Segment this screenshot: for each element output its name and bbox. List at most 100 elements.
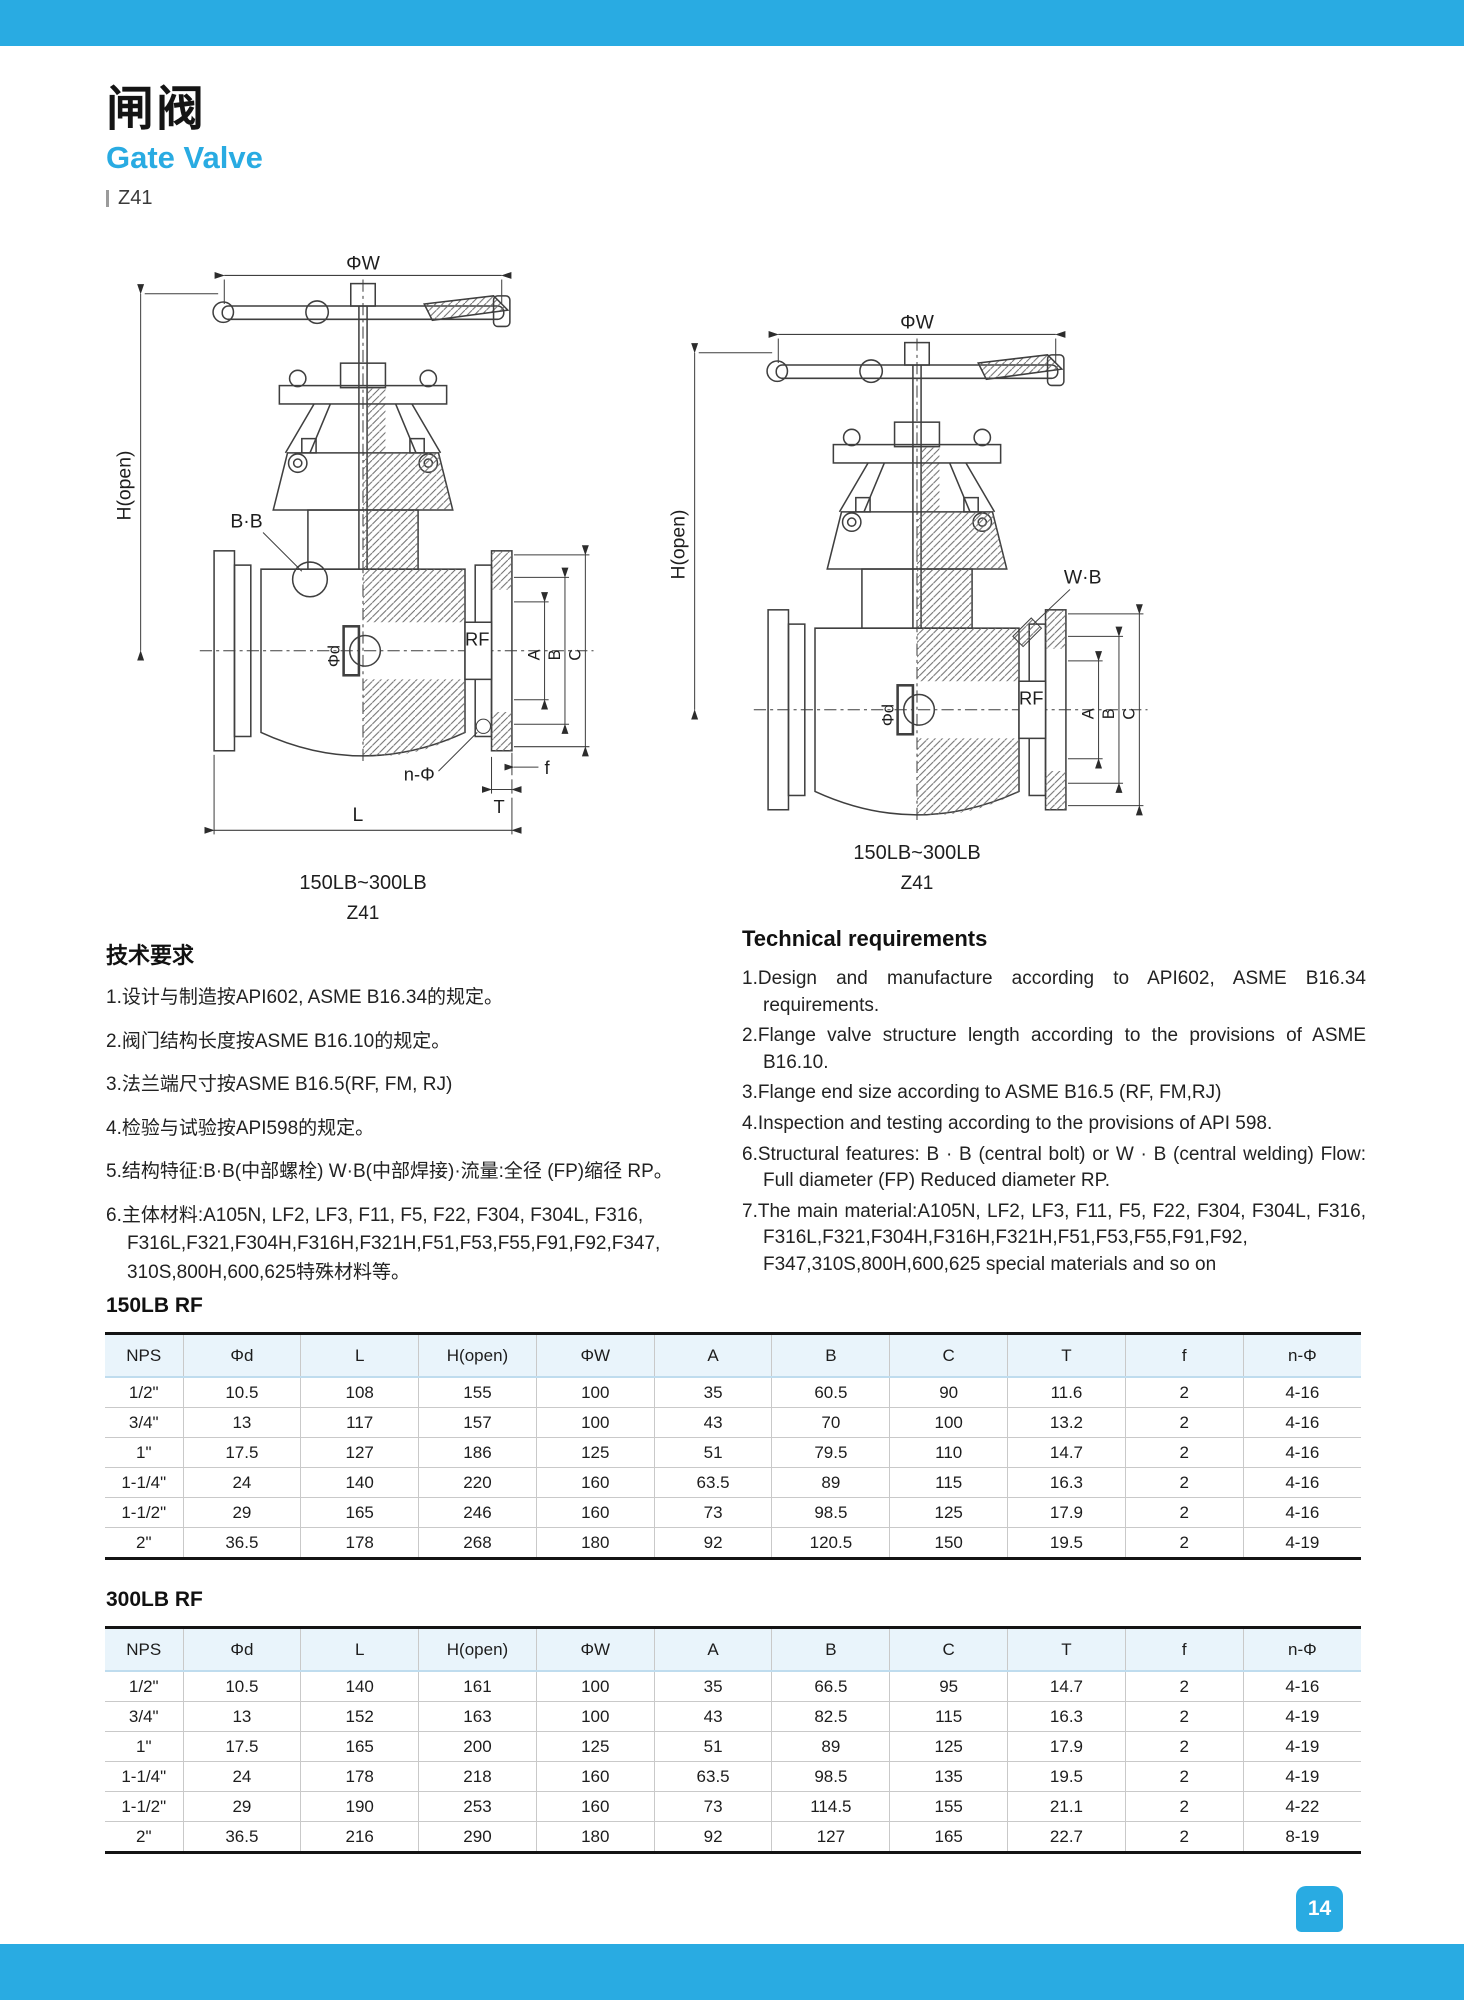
requirement-item: 6.主体材料:A105N, LF2, LF3, F11, F5, F22, F3… <box>106 1204 661 1283</box>
column-header: H(open) <box>418 1627 537 1672</box>
table-cell: 115 <box>889 1467 1008 1498</box>
column-header: n-Φ <box>1242 1627 1361 1672</box>
table-cell: 63.5 <box>653 1761 772 1792</box>
column-header: T <box>1007 1333 1126 1378</box>
column-header: L <box>300 1627 419 1672</box>
table-cell: 1-1/2" <box>105 1791 183 1822</box>
table-cell: 36.5 <box>182 1527 301 1559</box>
table-cell: 4-16 <box>1242 1670 1361 1702</box>
table-cell: 17.5 <box>182 1731 301 1762</box>
table-cell: 14.7 <box>1007 1437 1126 1468</box>
table-cell: 1-1/4" <box>105 1467 183 1498</box>
requirement-item: 4.检验与试验按API598的规定。 <box>106 1117 375 1139</box>
requirement-item: 2.Flange valve structure length accordin… <box>742 1025 1366 1073</box>
table-cell: 19.5 <box>1007 1527 1126 1559</box>
table-cell: 155 <box>418 1376 537 1408</box>
table-cell: 8-19 <box>1242 1821 1361 1853</box>
table-cell: 2 <box>1124 1467 1244 1498</box>
section-heading-zh: 技术要求 <box>106 943 195 968</box>
column-header: B <box>771 1627 890 1672</box>
table-cell: 1-1/4" <box>105 1761 183 1792</box>
table-cell: 125 <box>535 1731 655 1762</box>
table-cell: 163 <box>418 1701 537 1732</box>
table-cell: 3/4" <box>105 1701 183 1732</box>
table-cell: 1/2" <box>105 1376 183 1408</box>
table-cell: 216 <box>300 1821 419 1853</box>
table-cell: 79.5 <box>771 1437 890 1468</box>
table-cell: 100 <box>535 1670 655 1702</box>
table-cell: 90 <box>889 1376 1008 1408</box>
table-cell: 21.1 <box>1007 1791 1126 1822</box>
figure-number: Z41 <box>900 873 934 894</box>
requirement-item: 3.法兰端尺寸按ASME B16.5(RF, FM, RJ) <box>106 1074 453 1095</box>
table-cell: 19.5 <box>1007 1761 1126 1792</box>
column-header: B <box>771 1333 890 1378</box>
column-header: n-Φ <box>1242 1333 1361 1378</box>
figure-number: Z41 <box>346 903 380 924</box>
table-cell: 63.5 <box>653 1467 772 1498</box>
requirement-item: 1.设计与制造按API602, ASME B16.34的规定。 <box>106 987 504 1008</box>
table-cell: 2 <box>1124 1821 1244 1853</box>
table-cell: 135 <box>889 1761 1008 1792</box>
table-cell: 2 <box>1124 1376 1244 1408</box>
requirement-item: 4.Inspection and testing according to th… <box>742 1112 1273 1134</box>
table-cell: 180 <box>535 1527 655 1559</box>
column-header: A <box>653 1333 772 1378</box>
table-cell: 100 <box>535 1376 655 1408</box>
left-drawing-caption: 150LB~300LB Z41 <box>108 872 618 925</box>
table-cell: 110 <box>889 1437 1008 1468</box>
table-cell: 17.9 <box>1007 1731 1126 1762</box>
requirement-item: 5.结构特征:B·B(中部螺栓) W·B(中部焊接)·流量:全径 (FP)缩径 … <box>106 1161 673 1182</box>
table-cell: 4-16 <box>1242 1407 1361 1438</box>
table-cell: 13.2 <box>1007 1407 1126 1438</box>
table-cell: 160 <box>535 1467 655 1498</box>
table-cell: 290 <box>418 1821 537 1853</box>
table-cell: 10.5 <box>182 1670 301 1702</box>
table-cell: 100 <box>535 1407 655 1438</box>
table-cell: 180 <box>535 1821 655 1853</box>
page-title-zh: 闸阀 <box>106 83 207 136</box>
table-cell: 2 <box>1124 1527 1244 1559</box>
table-cell: 2 <box>1124 1701 1244 1732</box>
table-cell: 14.7 <box>1007 1670 1126 1702</box>
table-cell: 2 <box>1124 1407 1244 1438</box>
table-cell: 51 <box>653 1437 772 1468</box>
pressure-class-range: 150LB~300LB <box>853 842 981 864</box>
table-cell: 89 <box>771 1467 890 1498</box>
table-cell: 17.9 <box>1007 1497 1126 1528</box>
column-header: A <box>653 1627 772 1672</box>
column-header: T <box>1007 1627 1126 1672</box>
tech-requirements-zh: 技术要求 1.设计与制造按API602, ASME B16.34的规定。2.阀门… <box>106 938 698 1302</box>
table-cell: 178 <box>300 1527 419 1559</box>
table-cell: 11.6 <box>1007 1376 1126 1408</box>
column-header: C <box>889 1333 1008 1378</box>
table-cell: 140 <box>300 1670 419 1702</box>
table-cell: 165 <box>300 1731 419 1762</box>
table-cell: 165 <box>889 1821 1008 1853</box>
table-cell: 2 <box>1124 1791 1244 1822</box>
table-cell: 13 <box>182 1701 301 1732</box>
table-cell: 92 <box>653 1527 772 1559</box>
table-cell: 2 <box>1124 1437 1244 1468</box>
table-cell: 117 <box>300 1407 419 1438</box>
table-cell: 4-19 <box>1242 1731 1361 1762</box>
table-cell: 24 <box>182 1467 301 1498</box>
table-cell: 73 <box>653 1791 772 1822</box>
requirement-item: 1.Design and manufacture according to AP… <box>742 968 1366 1016</box>
model-code: Z41 <box>118 187 153 210</box>
table-cell: 29 <box>182 1497 301 1528</box>
table-cell: 2 <box>1124 1497 1244 1528</box>
table-cell: 127 <box>771 1821 890 1853</box>
table-cell: 125 <box>889 1731 1008 1762</box>
table-cell: 1/2" <box>105 1670 183 1702</box>
table-cell: 2 <box>1124 1670 1244 1702</box>
